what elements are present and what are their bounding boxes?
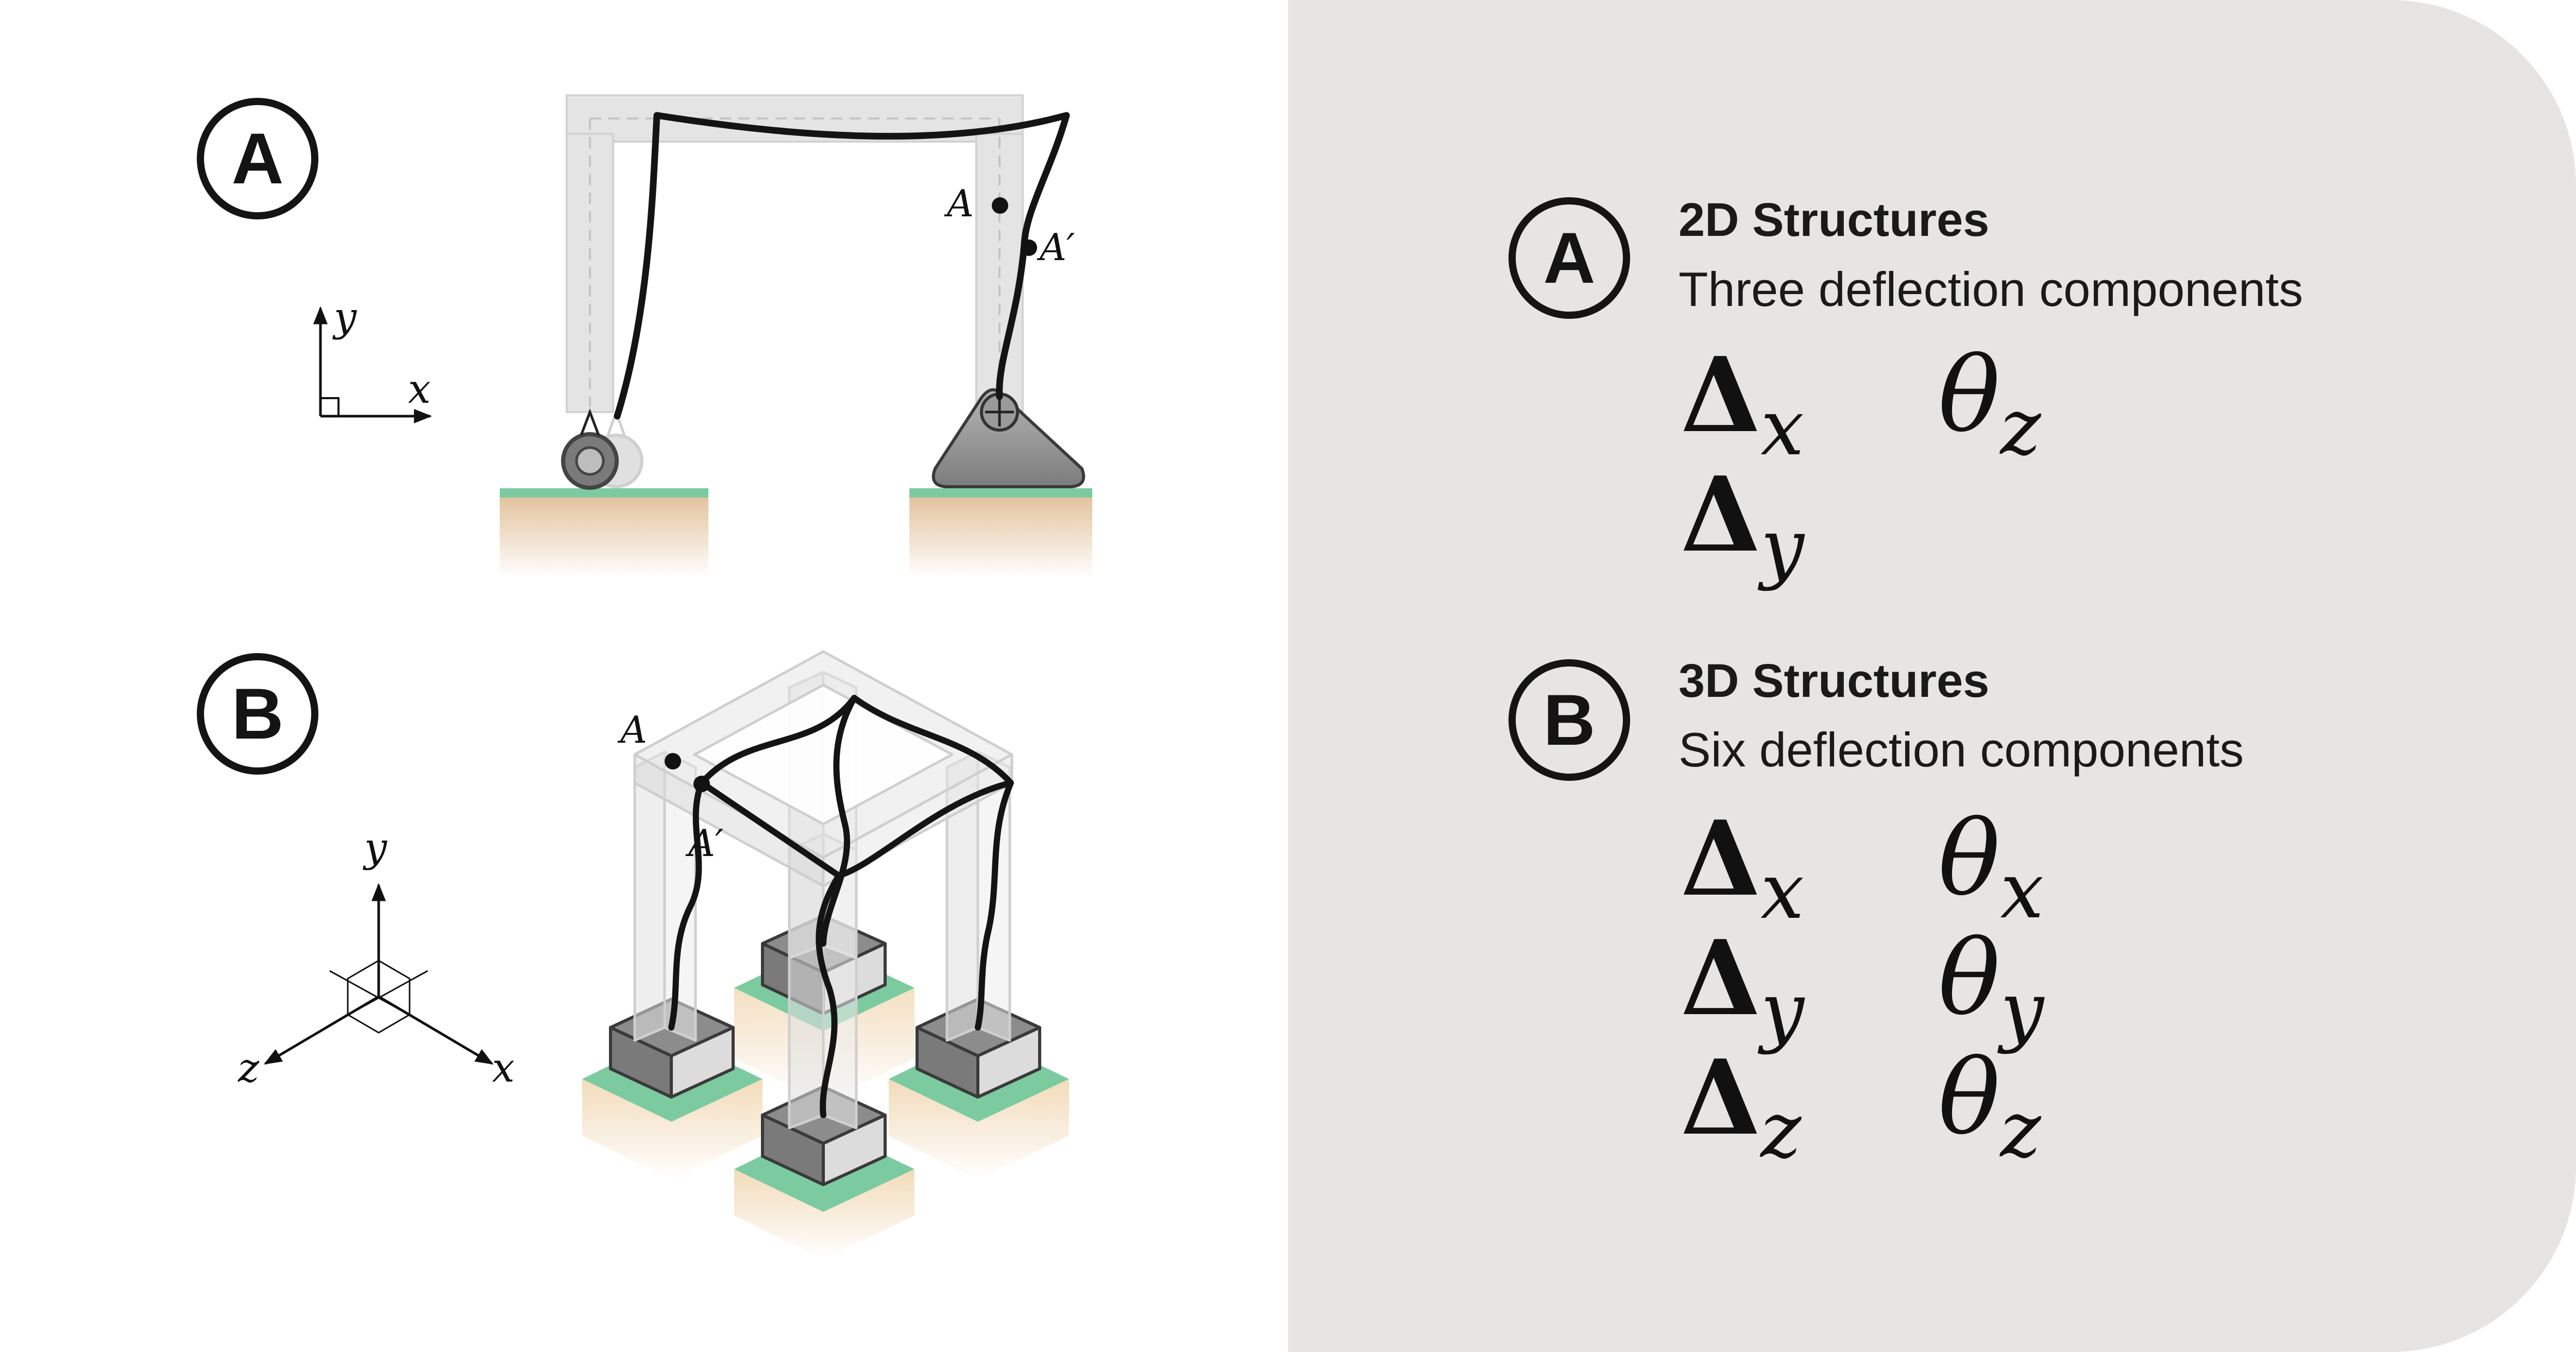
deformed-frame-3d bbox=[668, 695, 1014, 1118]
axes-2d: y x bbox=[313, 294, 432, 423]
axis-y-label-3d: y bbox=[363, 825, 387, 871]
axis-z-label-3d: z bbox=[238, 1045, 260, 1091]
axis-x-label-3d: x bbox=[492, 1045, 515, 1091]
point-a-2d bbox=[992, 197, 1008, 214]
deformed-frame-2d bbox=[614, 112, 1070, 420]
roller-support bbox=[561, 408, 643, 490]
component-delta-y-2d: Δy bbox=[1681, 454, 1804, 592]
ground-right-2d bbox=[909, 488, 1092, 578]
pin-support bbox=[931, 388, 1086, 488]
ground-left-2d bbox=[500, 488, 708, 578]
component-theta-y-3d: θy bbox=[1938, 918, 2044, 1055]
label-a-prime-3d: A′ bbox=[685, 822, 723, 865]
section-a-title: 2D Structures bbox=[1679, 194, 1990, 246]
label-a-prime-2d: A′ bbox=[1037, 226, 1075, 269]
component-theta-z-3d: θz bbox=[1938, 1038, 2041, 1175]
component-delta-x-3d: Δx bbox=[1681, 798, 1804, 936]
panel-b-badge: B bbox=[197, 653, 318, 775]
axis-x-label-2d: x bbox=[408, 366, 431, 413]
section-a-badge: A bbox=[1509, 197, 1630, 319]
component-delta-y-3d: Δy bbox=[1681, 918, 1804, 1056]
undeformed-frame-2d bbox=[566, 94, 1024, 413]
section-b-subtitle: Six deflection components bbox=[1679, 723, 2244, 777]
axis-y-label-2d: y bbox=[332, 294, 357, 340]
point-a-3d bbox=[665, 753, 681, 769]
point-a-prime-2d bbox=[1021, 239, 1037, 256]
component-delta-x-2d: Δx bbox=[1681, 335, 1804, 473]
component-theta-z-2d: θz bbox=[1938, 335, 2041, 472]
section-b-title: 3D Structures bbox=[1679, 655, 1990, 707]
frame-2d-diagram: A A′ y x bbox=[313, 94, 1092, 578]
point-a-prime-3d bbox=[693, 776, 710, 792]
component-theta-x-3d: θx bbox=[1938, 799, 2044, 936]
section-a-subtitle: Three deflection components bbox=[1679, 262, 2303, 316]
frame-3d-diagram: A A′ y z x bbox=[238, 650, 1069, 1259]
info-panel bbox=[1288, 0, 2576, 1352]
panel-a-badge: A bbox=[197, 98, 318, 219]
section-b-badge: B bbox=[1509, 659, 1630, 781]
label-a-3d: A bbox=[617, 708, 647, 751]
undeformed-frame-3d bbox=[633, 650, 1013, 1129]
axes-3d: y z x bbox=[238, 825, 515, 1091]
label-a-2d: A bbox=[944, 182, 974, 225]
component-delta-z-3d: Δz bbox=[1681, 1037, 1802, 1175]
